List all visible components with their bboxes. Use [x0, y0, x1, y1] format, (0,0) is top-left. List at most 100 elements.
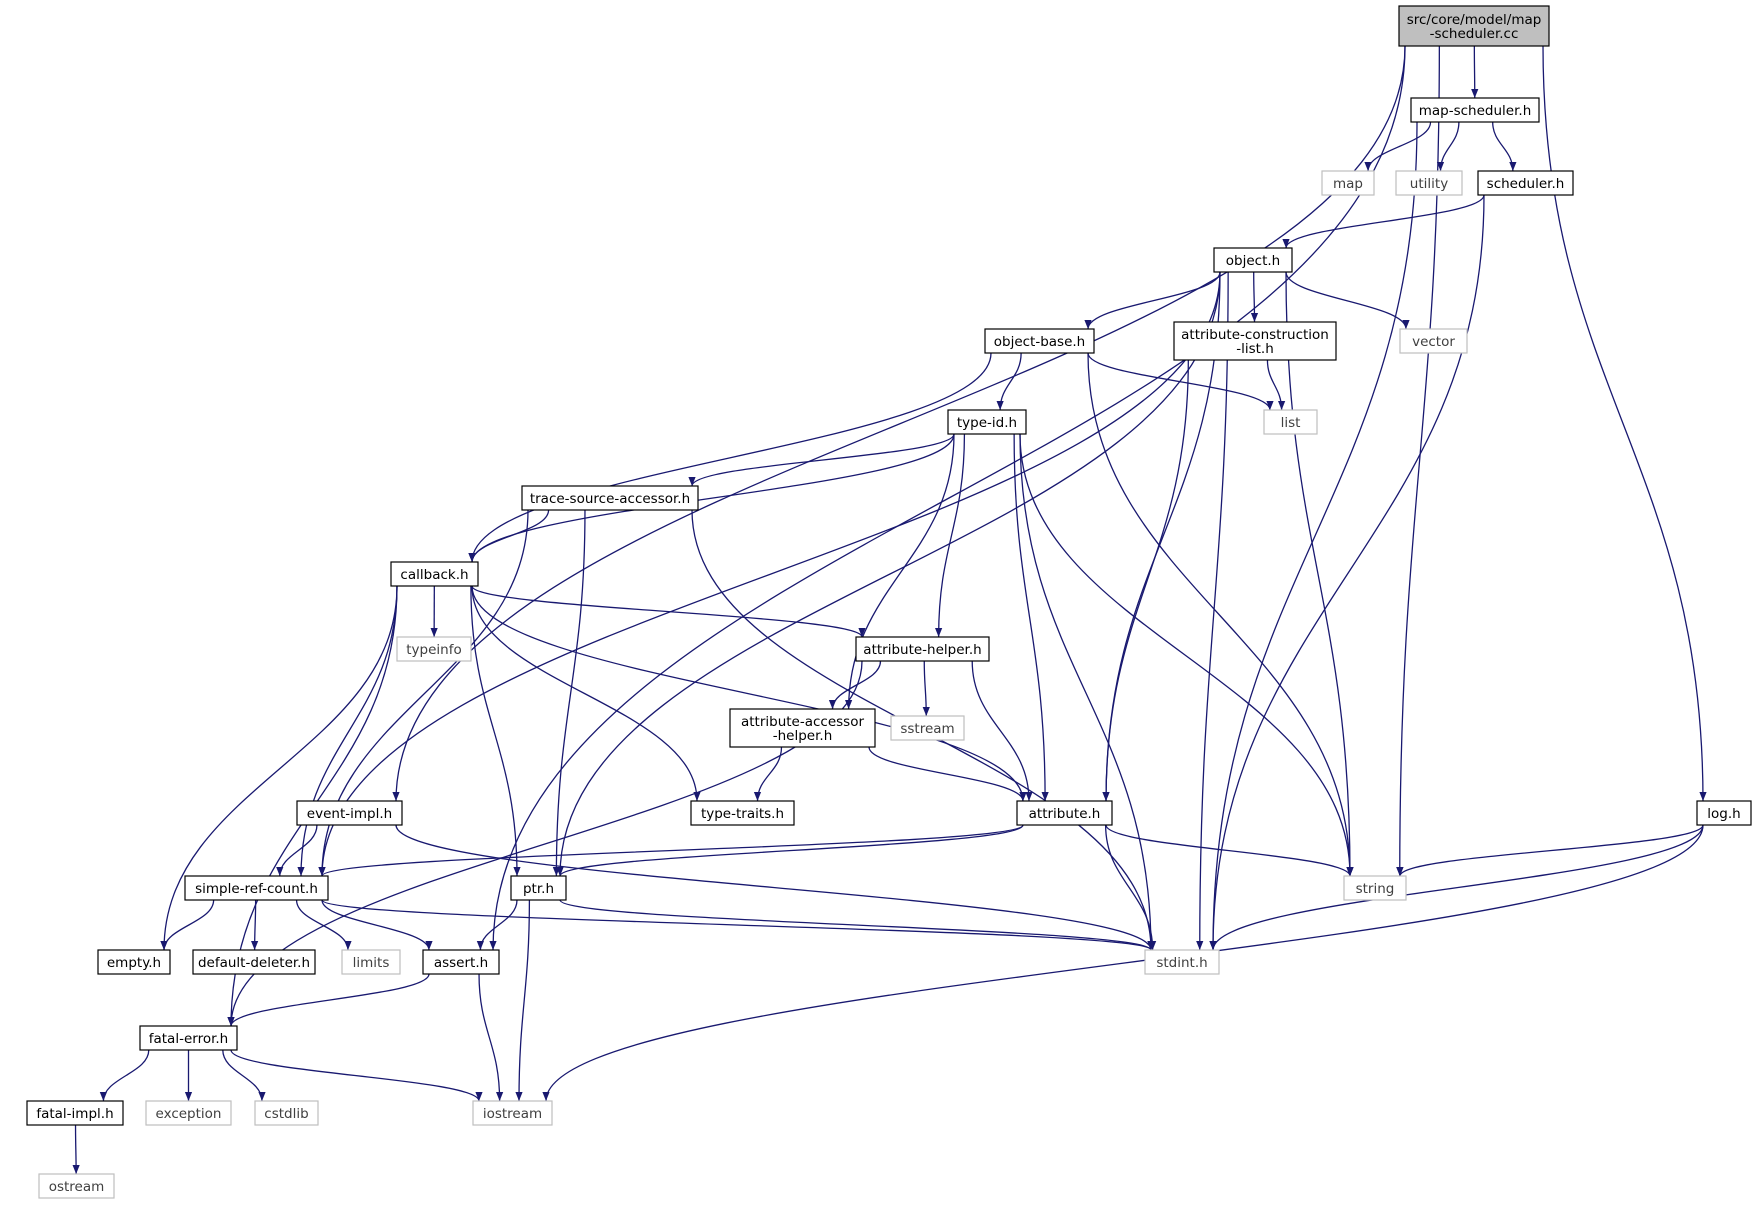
node-label: -helper.h: [773, 728, 833, 744]
node-box: [341, 949, 401, 975]
node-label: attribute-construction: [1181, 327, 1329, 343]
edge-ptr-to-stdint: [559, 899, 1155, 951]
node-label: attribute-accessor: [741, 714, 865, 730]
node-event-impl[interactable]: event-impl.h: [296, 800, 403, 826]
node-label: type-id.h: [957, 415, 1017, 431]
edge-callback-to-attr-helper: [471, 585, 866, 638]
edge-simple-ref-to-limits: [295, 899, 352, 951]
node-exception: exception: [145, 1100, 232, 1126]
node-default-deleter[interactable]: default-deleter.h: [192, 949, 316, 975]
node-box: [1399, 328, 1468, 354]
node-label: -scheduler.cc: [1430, 26, 1519, 42]
edge-object-to-attr-construction: [1250, 271, 1259, 323]
node-assert[interactable]: assert.h: [422, 949, 500, 975]
node-ptr[interactable]: ptr.h: [510, 875, 567, 901]
node-type-id[interactable]: type-id.h: [947, 409, 1027, 435]
edge-layer: [72, 45, 1707, 1175]
node-trace-source[interactable]: trace-source-accessor.h: [521, 485, 699, 511]
edge-object-base-to-type-id: [996, 352, 1022, 411]
edge-root-to-log: [1542, 45, 1707, 802]
edge-event-impl-to-simple-ref: [276, 824, 318, 877]
node-label: iostream: [483, 1106, 542, 1122]
edge-log-to-string: [1396, 824, 1704, 877]
edge-attr-construction-to-attribute: [1102, 359, 1189, 802]
node-label: fatal-error.h: [149, 1031, 229, 1047]
edge-attribute-to-stdint: [1104, 824, 1157, 951]
node-vector: vector: [1399, 328, 1468, 354]
node-callback[interactable]: callback.h: [390, 561, 479, 587]
edge-fatal-error-to-fatal-impl: [99, 1049, 150, 1102]
node-simple-ref[interactable]: simple-ref-count.h: [184, 875, 329, 901]
node-label: ptr.h: [523, 881, 554, 897]
node-attr-accessor[interactable]: attribute-accessor-helper.h: [729, 708, 876, 748]
edge-log-to-iostream: [542, 824, 1704, 1102]
edge-log-to-stdint: [1209, 824, 1704, 951]
node-iostream: iostream: [472, 1100, 553, 1126]
edge-attr-helper-to-attribute: [971, 660, 1033, 802]
edge-map-scheduler-to-utility: [1436, 121, 1460, 172]
node-attr-construction[interactable]: attribute-construction-list.h: [1173, 321, 1337, 361]
node-label: exception: [156, 1106, 222, 1122]
edge-callback-to-empty: [160, 585, 398, 951]
edge-attr-helper-to-sstream: [922, 660, 930, 717]
node-attr-helper[interactable]: attribute-helper.h: [855, 636, 990, 662]
edge-type-id-to-string: [1019, 433, 1354, 877]
node-cstdlib: cstdlib: [254, 1100, 319, 1126]
node-list: list: [1263, 409, 1318, 435]
edge-object-to-vector: [1285, 271, 1410, 330]
node-box: [145, 1100, 232, 1126]
node-scheduler[interactable]: scheduler.h: [1477, 170, 1574, 196]
node-sstream: sstream: [890, 715, 965, 741]
edge-simple-ref-to-assert: [321, 899, 433, 951]
node-log[interactable]: log.h: [1696, 800, 1752, 826]
edge-trace-source-to-ptr: [552, 509, 586, 877]
node-label: list: [1281, 415, 1301, 431]
edge-callback-to-ptr: [470, 585, 521, 877]
node-box: [1343, 875, 1407, 901]
node-fatal-impl[interactable]: fatal-impl.h: [26, 1100, 124, 1126]
node-label: utility: [1410, 176, 1448, 192]
node-box: [1144, 949, 1220, 975]
node-label: src/core/model/map: [1407, 12, 1542, 28]
edge-callback-to-attribute: [471, 585, 1027, 802]
edge-type-id-to-attribute: [1013, 433, 1049, 802]
node-label: object-base.h: [994, 334, 1086, 350]
edge-attribute-to-simple-ref: [318, 824, 1024, 877]
node-label: event-impl.h: [307, 806, 392, 822]
edge-object-to-ptr: [556, 271, 1221, 877]
edge-attr-accessor-to-type-traits: [753, 746, 783, 802]
edge-assert-to-fatal-error: [227, 973, 430, 1027]
edge-object-base-to-string: [1087, 352, 1354, 877]
node-label: default-deleter.h: [198, 955, 310, 971]
node-label: simple-ref-count.h: [195, 881, 318, 897]
node-box: [26, 1100, 124, 1126]
edge-scheduler-to-object: [1282, 194, 1485, 249]
node-attribute[interactable]: attribute.h: [1016, 800, 1113, 826]
node-string: string: [1343, 875, 1407, 901]
node-box: [1410, 97, 1540, 123]
node-type-traits[interactable]: type-traits.h: [690, 800, 795, 826]
edge-type-id-to-trace-source: [688, 433, 955, 487]
node-object-base[interactable]: object-base.h: [984, 328, 1095, 354]
edge-callback-to-simple-ref: [297, 585, 398, 877]
node-box: [192, 949, 316, 975]
edge-fatal-error-to-iostream: [230, 1049, 483, 1102]
node-label: sstream: [900, 721, 954, 737]
edge-simple-ref-to-default-deleter: [251, 899, 259, 951]
node-box: [521, 485, 699, 511]
node-box: [184, 875, 329, 901]
node-fatal-error[interactable]: fatal-error.h: [139, 1025, 238, 1051]
node-root[interactable]: src/core/model/map-scheduler.cc: [1398, 5, 1550, 47]
node-map-scheduler[interactable]: map-scheduler.h: [1410, 97, 1540, 123]
node-label: stdint.h: [1156, 955, 1207, 971]
node-empty[interactable]: empty.h: [97, 949, 171, 975]
node-box: [984, 328, 1095, 354]
node-box: [729, 708, 876, 748]
node-label: map: [1333, 176, 1363, 192]
node-object[interactable]: object.h: [1213, 247, 1293, 273]
edge-assert-to-iostream: [478, 973, 504, 1102]
node-box: [396, 636, 472, 662]
node-ostream: ostream: [38, 1173, 115, 1199]
edge-ptr-to-iostream: [515, 899, 531, 1102]
